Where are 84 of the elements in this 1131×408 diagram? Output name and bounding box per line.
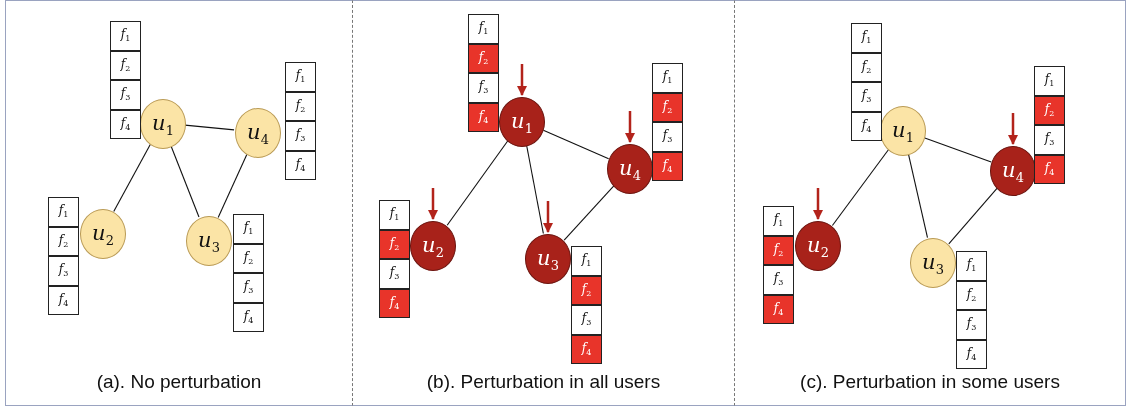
panel-caption: (b). Perturbation in all users (425, 371, 662, 393)
feature-cell: f$_{3}$ (571, 305, 602, 335)
edge-line (526, 144, 544, 235)
feature-cell: f$_{2}$ (571, 275, 602, 305)
feature-cell: f$_{4}$ (571, 334, 602, 364)
feature-cell: f$_{4}$ (763, 294, 794, 324)
feature-cell: f$_{4}$ (468, 102, 499, 132)
edge-line (563, 185, 615, 241)
edge-line (113, 143, 151, 213)
feature-cell: f$_{3}$ (379, 259, 410, 289)
panel (353, 0, 735, 406)
user-node: u$_{1}$ (499, 97, 545, 147)
arrow (428, 188, 438, 220)
feature-cell: f$_{2}$ (652, 92, 683, 122)
feature-cell: f$_{2}$ (851, 52, 882, 82)
feature-cell: f$_{2}$ (379, 229, 410, 259)
feature-cell: f$_{2}$ (285, 91, 316, 121)
feature-cell: f$_{1}$ (763, 206, 794, 236)
user-node: u$_{2}$ (80, 209, 126, 259)
feature-cell: f$_{2}$ (1034, 95, 1065, 125)
arrow (543, 201, 553, 233)
feature-cell: f$_{2}$ (110, 50, 141, 80)
feature-cell: f$_{3}$ (48, 256, 79, 286)
user-node: u$_{2}$ (410, 221, 456, 271)
feature-cell: f$_{1}$ (110, 21, 141, 51)
edge-line (184, 124, 235, 131)
feature-cell: f$_{1}$ (956, 251, 987, 281)
feature-cell: f$_{4}$ (48, 285, 79, 315)
panel (735, 0, 1126, 406)
feature-cell: f$_{1}$ (233, 214, 264, 244)
feature-cell: f$_{4}$ (233, 302, 264, 332)
panel-caption: (a). No perturbation (95, 371, 263, 393)
panel (5, 0, 353, 406)
arrow (625, 111, 635, 143)
user-node: u$_{2}$ (795, 221, 841, 271)
feature-cell: f$_{2}$ (48, 226, 79, 256)
feature-cell: f$_{4}$ (956, 339, 987, 369)
arrow (517, 64, 527, 96)
feature-cell: f$_{2}$ (956, 280, 987, 310)
edge-line (446, 140, 509, 226)
feature-cell: f$_{3}$ (763, 265, 794, 295)
feature-cell: f$_{4}$ (285, 150, 316, 180)
feature-cell: f$_{1}$ (571, 246, 602, 276)
feature-cell: f$_{1}$ (652, 63, 683, 93)
feature-cell: f$_{1}$ (285, 62, 316, 92)
feature-cell: f$_{1}$ (468, 14, 499, 44)
feature-cell: f$_{2}$ (763, 235, 794, 265)
feature-cell: f$_{1}$ (48, 197, 79, 227)
feature-cell: f$_{4}$ (851, 111, 882, 141)
user-node: u$_{4}$ (607, 144, 653, 194)
edge-line (170, 145, 200, 218)
feature-cell: f$_{4}$ (652, 151, 683, 181)
feature-cell: f$_{1}$ (1034, 66, 1065, 96)
feature-cell: f$_{3}$ (956, 310, 987, 340)
edge-line (217, 153, 248, 219)
feature-cell: f$_{3}$ (468, 73, 499, 103)
edge-line (924, 137, 992, 163)
user-node: u$_{4}$ (235, 108, 281, 158)
feature-cell: f$_{4}$ (110, 109, 141, 139)
user-node: u$_{4}$ (990, 146, 1036, 196)
arrow (813, 188, 823, 220)
feature-cell: f$_{4}$ (1034, 154, 1065, 184)
feature-cell: f$_{3}$ (1034, 125, 1065, 155)
user-node: u$_{1}$ (140, 99, 186, 149)
feature-cell: f$_{2}$ (468, 43, 499, 73)
feature-cell: f$_{3}$ (285, 121, 316, 151)
feature-cell: f$_{3}$ (652, 122, 683, 152)
user-node: u$_{3}$ (186, 216, 232, 266)
feature-cell: f$_{1}$ (379, 200, 410, 230)
feature-cell: f$_{4}$ (379, 288, 410, 318)
feature-cell: f$_{1}$ (851, 23, 882, 53)
panel-caption: (c). Perturbation in some users (799, 371, 1061, 393)
user-node: u$_{3}$ (525, 234, 571, 284)
user-node: u$_{1}$ (880, 106, 926, 156)
edge-line (948, 187, 998, 245)
feature-cell: f$_{3}$ (851, 82, 882, 112)
feature-cell: f$_{3}$ (233, 273, 264, 303)
arrow (1008, 113, 1018, 145)
feature-cell: f$_{2}$ (233, 243, 264, 273)
edge-line (907, 153, 929, 239)
edge-line (542, 129, 610, 160)
edge-line (831, 148, 890, 227)
feature-cell: f$_{3}$ (110, 80, 141, 110)
user-node: u$_{3}$ (910, 238, 956, 288)
